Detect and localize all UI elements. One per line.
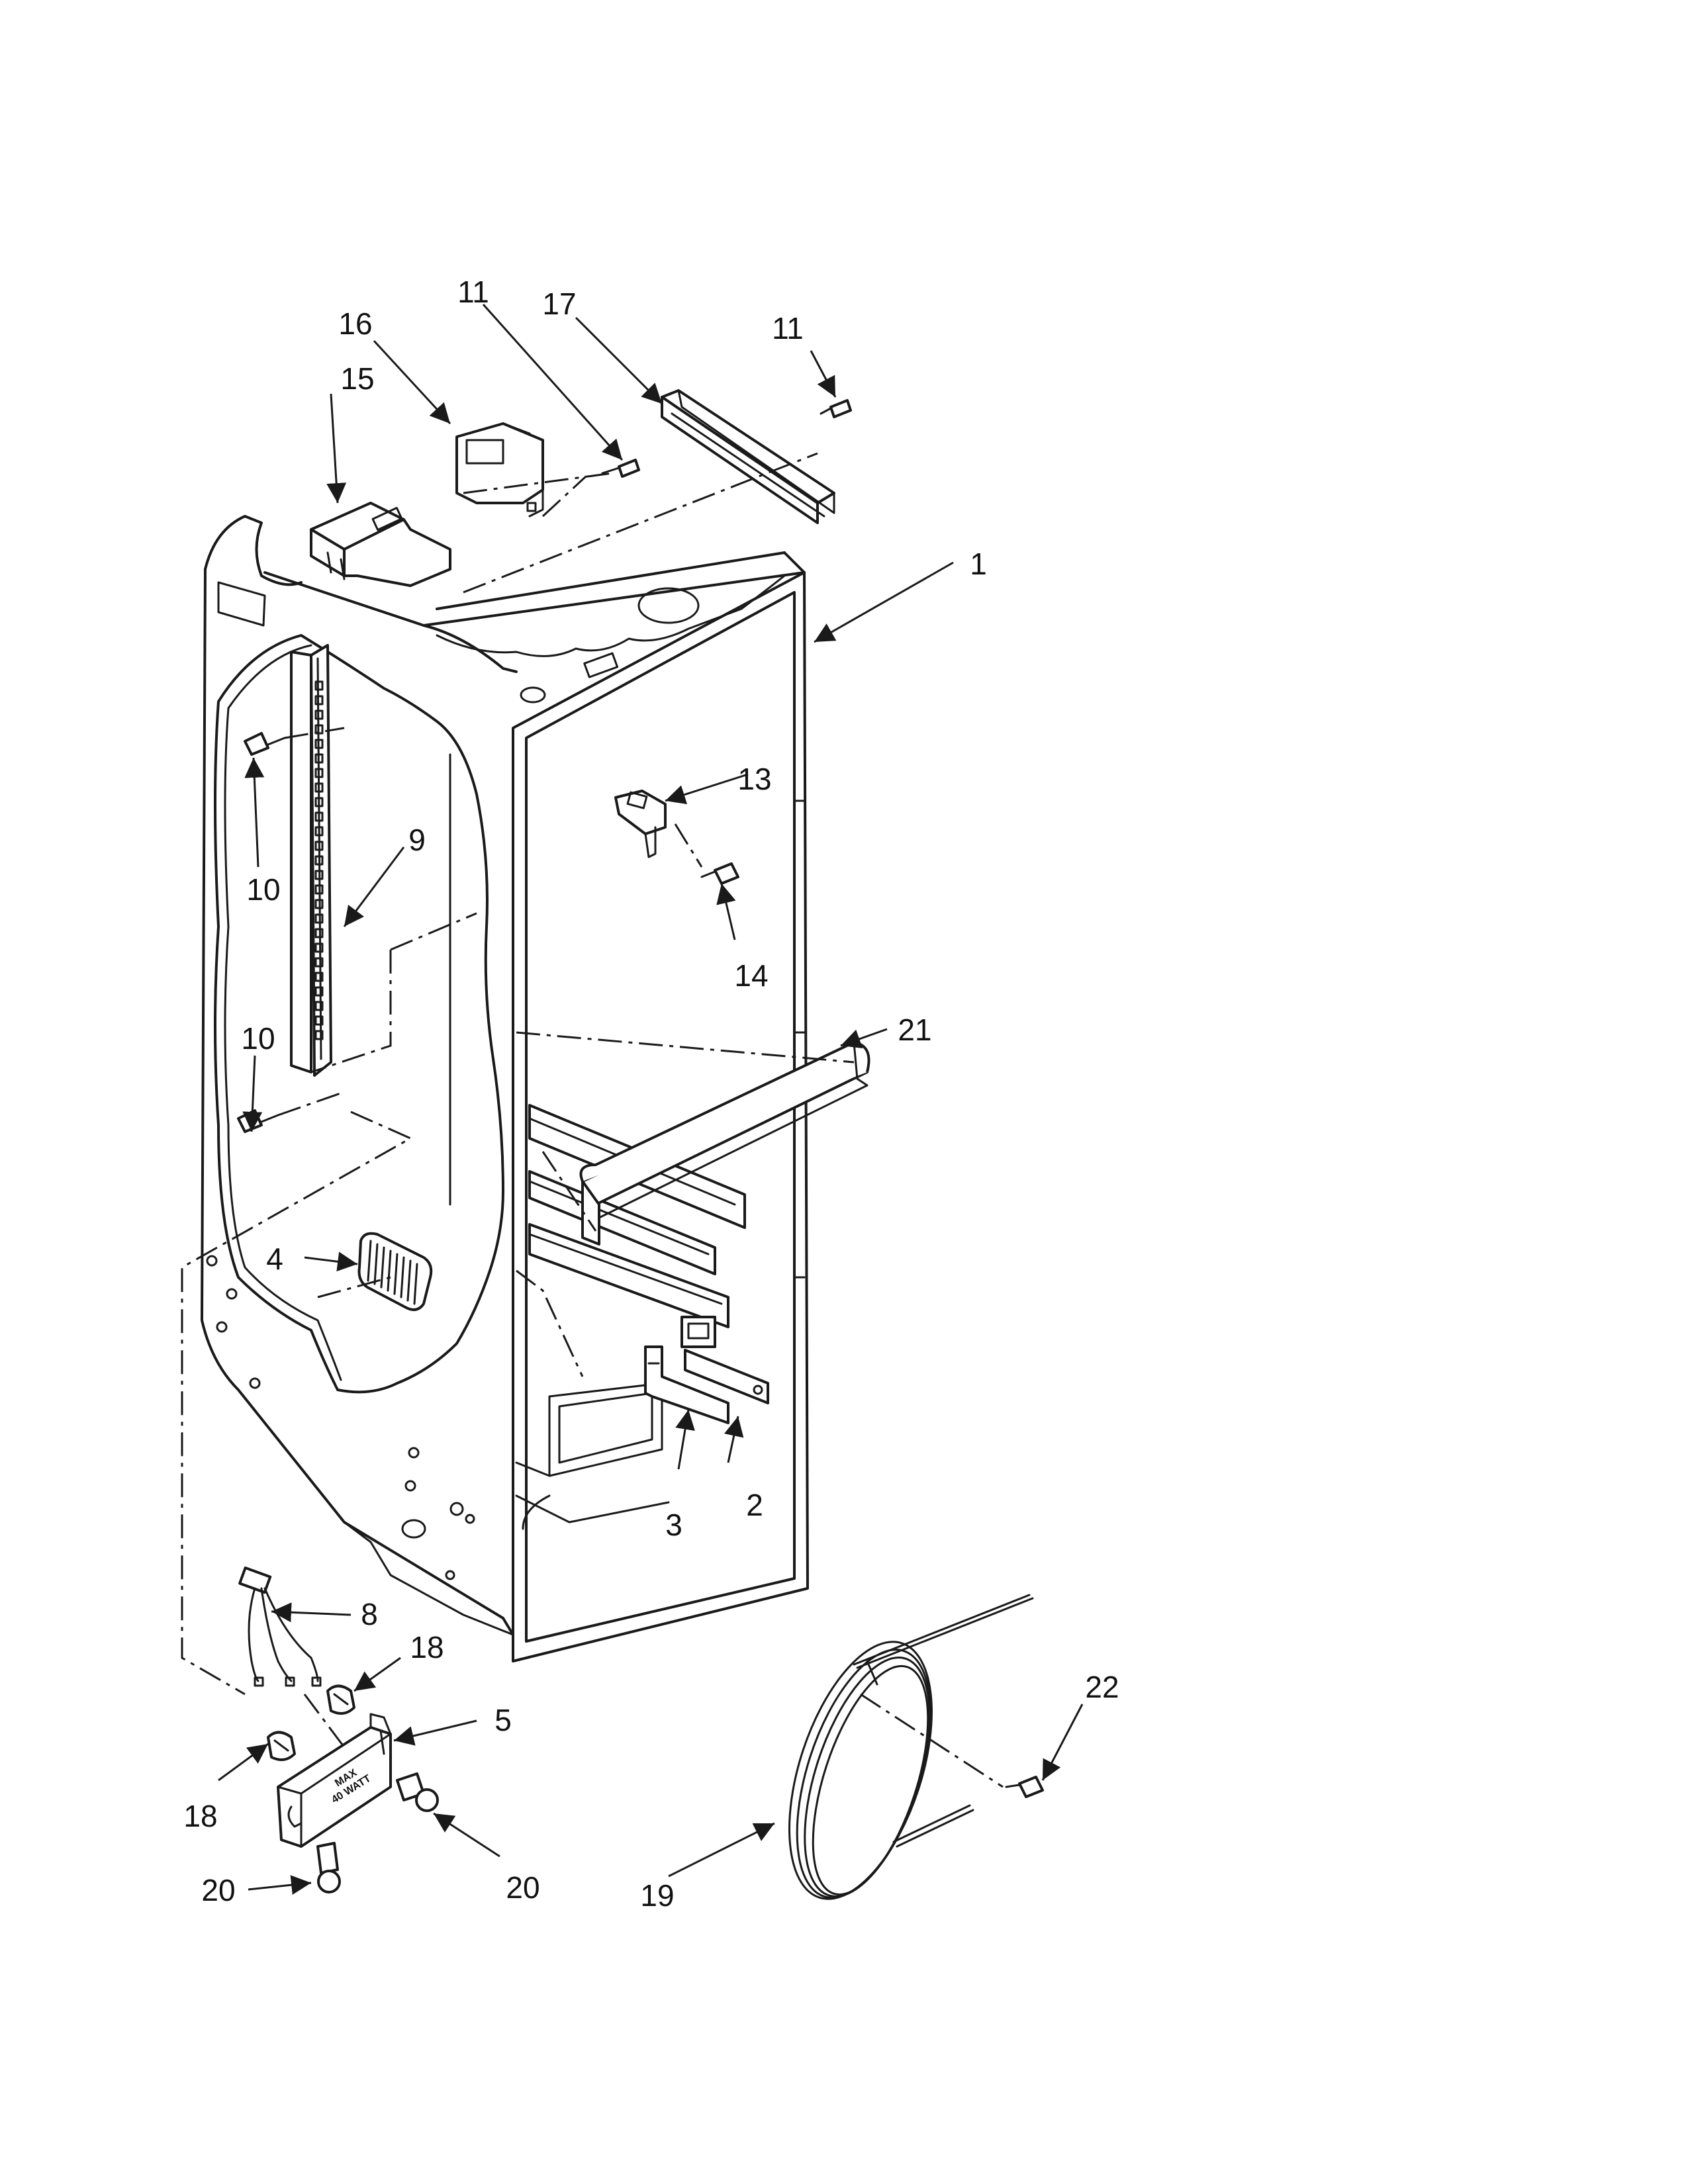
ladder-slot — [314, 928, 324, 938]
ladder-slot — [314, 753, 324, 764]
housing-bracket — [455, 422, 544, 518]
alignment-lines — [181, 452, 1004, 1788]
clip-18-right — [326, 1684, 355, 1715]
callout-21: 21 — [898, 1013, 931, 1047]
ladder-slot — [314, 899, 324, 909]
callout-22: 22 — [1085, 1670, 1119, 1704]
callout-17: 17 — [542, 287, 576, 321]
callout-1: 1 — [970, 547, 987, 581]
ladder-slot — [314, 782, 324, 793]
callout-9: 9 — [408, 823, 426, 857]
ladder-slot — [314, 913, 324, 924]
callout-2: 2 — [746, 1488, 763, 1522]
callout-11-left: 11 — [457, 275, 489, 309]
callout-15: 15 — [340, 361, 374, 396]
screw-11-left — [601, 459, 640, 478]
water-tube-coil — [788, 1594, 1034, 1900]
ladder-slot — [314, 811, 324, 822]
ladder-slot — [314, 724, 324, 735]
callout-labels: 1 2 3 4 5 8 9 10 10 11 11 13 14 15 16 17… — [183, 275, 1119, 1913]
ladder-slot — [314, 1001, 324, 1011]
screw-14 — [700, 862, 739, 885]
callout-4: 4 — [266, 1242, 283, 1276]
ladder-slot — [314, 826, 324, 837]
plug-20-right — [396, 1772, 439, 1812]
screw-11-right — [820, 399, 852, 418]
shelf-support-slide — [644, 1345, 729, 1424]
ladder-slot — [314, 870, 324, 880]
callout-20-left: 20 — [201, 1873, 235, 1907]
callout-20-right: 20 — [506, 1870, 539, 1905]
grille-slat — [413, 1263, 418, 1305]
ladder-slot — [314, 695, 324, 705]
callout-14: 14 — [734, 958, 768, 993]
lamp-socket: MAX 40 WATT — [277, 1713, 392, 1848]
ladder-slot — [314, 680, 324, 691]
ladder-slot — [314, 1015, 324, 1026]
shelf-support-bracket — [680, 1316, 769, 1404]
mount-bracket — [614, 790, 667, 858]
ladder-slot — [314, 709, 324, 720]
grille-slat — [367, 1240, 372, 1282]
wire-harness — [238, 1566, 322, 1687]
grille-slat — [387, 1250, 392, 1292]
ladder-slot — [314, 942, 324, 953]
ladder-slot — [314, 841, 324, 851]
cabinet-liner — [201, 515, 809, 1662]
screw-10-lower — [237, 1109, 279, 1133]
callout-13: 13 — [737, 762, 771, 796]
callout-5: 5 — [494, 1703, 512, 1737]
leader-arrows — [218, 304, 1084, 1895]
callout-10-upper: 10 — [246, 872, 280, 907]
top-rail — [661, 389, 835, 524]
callout-11-right: 11 — [772, 311, 804, 345]
grille-slat — [393, 1253, 399, 1295]
grille-slat — [380, 1246, 385, 1289]
grille-slat — [373, 1243, 379, 1285]
grille-slat — [400, 1256, 405, 1298]
ladder-slot — [314, 797, 324, 807]
ladder-slot — [314, 986, 324, 997]
grille-slat — [406, 1259, 412, 1302]
screw-10-upper — [244, 732, 286, 756]
callout-18-right: 18 — [410, 1630, 444, 1664]
ladder-slot — [314, 855, 324, 866]
clip-18-left — [267, 1731, 296, 1761]
callout-8: 8 — [361, 1597, 378, 1631]
control-housing — [310, 502, 451, 587]
ladder-slot — [314, 972, 324, 982]
ladder-slot — [314, 884, 324, 895]
callout-16: 16 — [338, 306, 372, 341]
ladder-slot — [314, 957, 324, 968]
callout-3: 3 — [665, 1508, 682, 1542]
shelf-ladder — [290, 644, 332, 1077]
ladder-slot — [314, 1030, 324, 1040]
ladder-slot — [314, 768, 324, 778]
callout-10-lower: 10 — [241, 1021, 275, 1056]
callout-19: 19 — [640, 1878, 674, 1913]
ladder-slots — [314, 680, 324, 1040]
ladder-slot — [314, 739, 324, 749]
air-grille — [357, 1232, 433, 1311]
screw-22 — [1005, 1776, 1044, 1798]
callout-18-left: 18 — [183, 1799, 217, 1833]
plug-20-left — [316, 1842, 341, 1893]
